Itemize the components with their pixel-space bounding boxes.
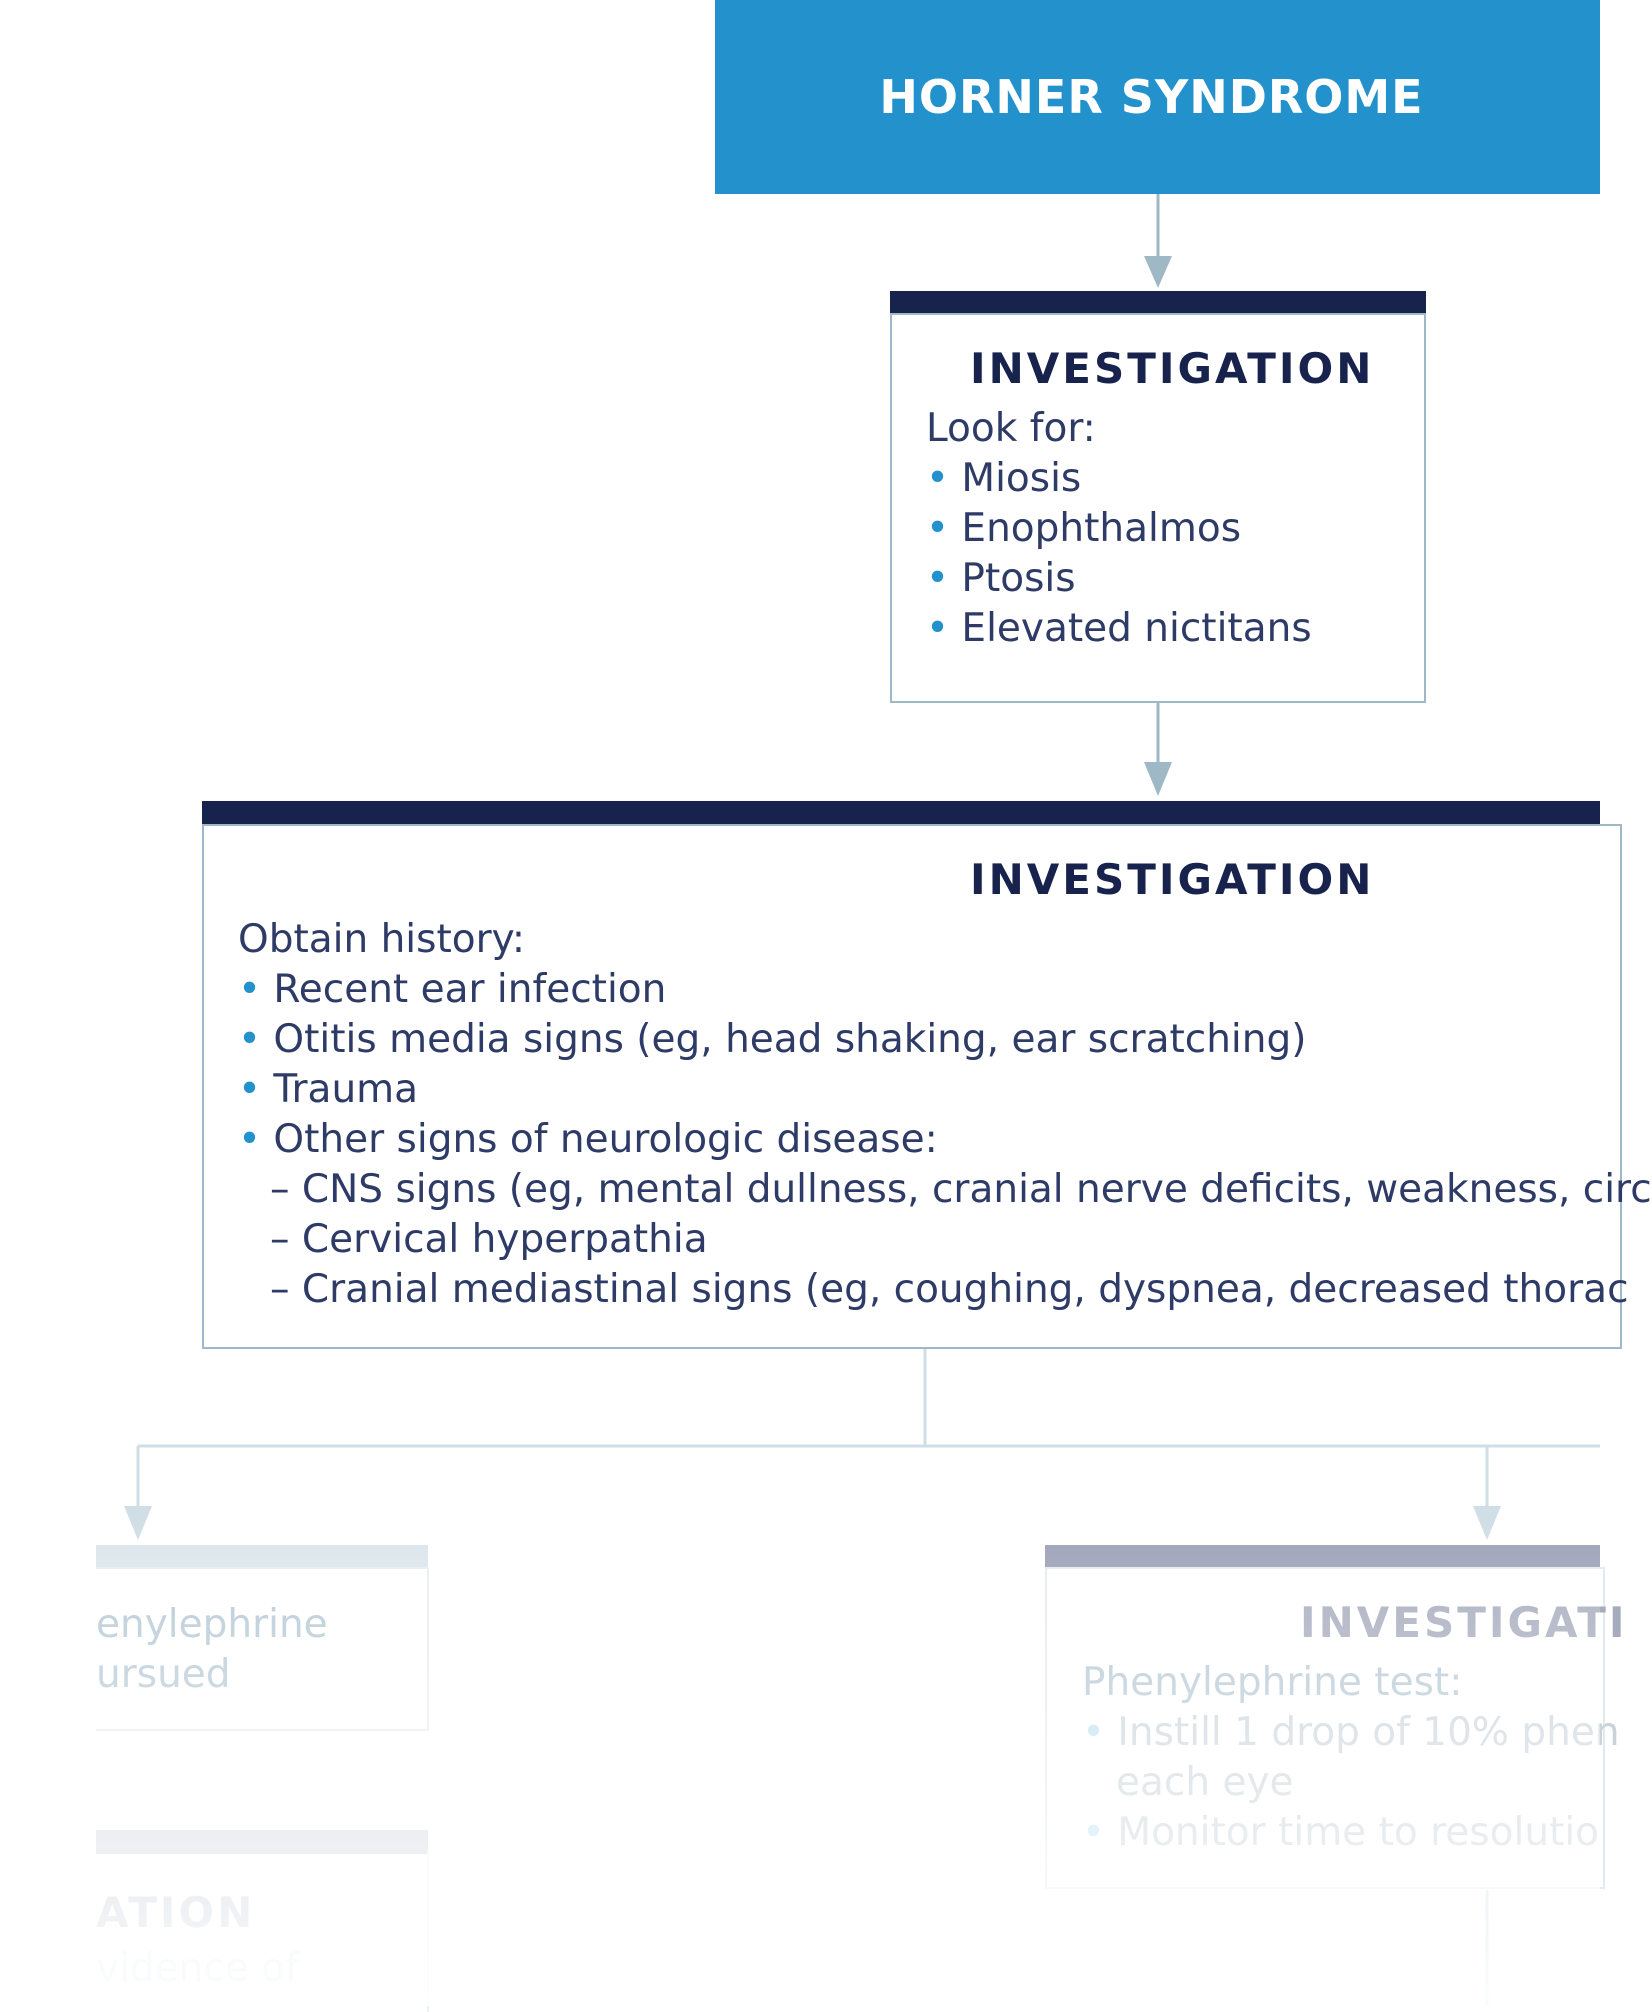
left-box2-line: vidence of <box>96 1946 299 1991</box>
right-box-header-bar <box>1045 1545 1600 1569</box>
box1-item: • Ptosis <box>926 554 1076 604</box>
right-box-item-text: Monitor time to resolutio <box>1117 1810 1600 1855</box>
title-box: HORNER SYNDROME <box>715 0 1600 194</box>
left-box2-heading: ATION <box>96 1888 256 1937</box>
box1-item: • Miosis <box>926 454 1081 504</box>
box1-intro: Look for: <box>926 406 1096 451</box>
right-box-intro: Phenylephrine test: <box>1082 1660 1463 1705</box>
box2-subitem: – Cranial mediastinal signs (eg, coughin… <box>270 1267 1629 1312</box>
bullet-icon: • <box>238 1117 262 1162</box>
box2-item-text: Recent ear infection <box>273 967 667 1012</box>
bullet-icon: • <box>926 606 950 651</box>
box2-subitem-text: CNS signs (eg, mental dullness, cranial … <box>301 1167 1652 1212</box>
bullet-icon: • <box>926 456 950 501</box>
investigation-box-2 <box>202 824 1622 1349</box>
box1-item-text: Ptosis <box>961 556 1076 601</box>
bullet-icon: • <box>238 1067 262 1112</box>
bullet-icon: • <box>238 1017 262 1062</box>
box2-intro: Obtain history: <box>238 917 526 962</box>
bullet-icon: • <box>926 506 950 551</box>
left-box2-header-bar <box>96 1830 428 1854</box>
box1-item-text: Miosis <box>961 456 1082 501</box>
box2-item: • Other signs of neurologic disease: <box>238 1115 938 1165</box>
left-box-line: enylephrine <box>96 1602 328 1647</box>
right-box-item-cont: each eye <box>1116 1760 1294 1805</box>
box1-item-text: Elevated nictitans <box>961 606 1312 651</box>
investigation-box-1 <box>890 313 1426 703</box>
box1-heading: INVESTIGATION <box>970 344 1375 393</box>
bullet-icon: • <box>1082 1710 1106 1755</box>
box2-item: • Trauma <box>238 1065 418 1115</box>
box1-item-text: Enophthalmos <box>961 506 1242 551</box>
right-box-item: • Monitor time to resolutio <box>1082 1808 1600 1858</box>
box2-header-bar <box>202 801 1600 826</box>
box1-item: • Elevated nictitans <box>926 604 1312 654</box>
right-box-heading: INVESTIGATI <box>1300 1598 1628 1647</box>
box1-item: • Enophthalmos <box>926 504 1241 554</box>
box2-subitem-text: Cranial mediastinal signs (eg, coughing,… <box>301 1267 1629 1312</box>
arrowhead-4 <box>1473 1506 1501 1540</box>
box1-header-bar <box>890 291 1426 315</box>
box2-subitem-text: Cervical hyperpathia <box>301 1217 708 1262</box>
right-box-item: • Instill 1 drop of 10% phen <box>1082 1708 1620 1758</box>
box2-item-text: Trauma <box>273 1067 419 1112</box>
box2-item: • Recent ear infection <box>238 965 666 1015</box>
left-box-header-bar <box>96 1545 428 1569</box>
diagram-title: HORNER SYNDROME <box>879 70 1424 124</box>
arrowhead-3 <box>124 1506 152 1540</box>
box2-item-text: Otitis media signs (eg, head shaking, ea… <box>273 1017 1307 1062</box>
bullet-icon: • <box>1082 1810 1106 1855</box>
box2-item: • Otitis media signs (eg, head shaking, … <box>238 1015 1306 1065</box>
box2-subitem: – Cervical hyperpathia <box>270 1217 708 1262</box>
bullet-icon: • <box>926 556 950 601</box>
box2-subitem: – CNS signs (eg, mental dullness, crania… <box>270 1167 1652 1212</box>
arrowhead-2 <box>1144 762 1172 796</box>
arrowhead-1 <box>1144 256 1172 288</box>
bullet-icon: • <box>238 967 262 1012</box>
box2-item-text: Other signs of neurologic disease: <box>273 1117 938 1162</box>
right-box-item-text: Instill 1 drop of 10% phen <box>1117 1710 1620 1755</box>
left-box-line: ursued <box>96 1652 231 1697</box>
box2-heading: INVESTIGATION <box>970 855 1375 904</box>
